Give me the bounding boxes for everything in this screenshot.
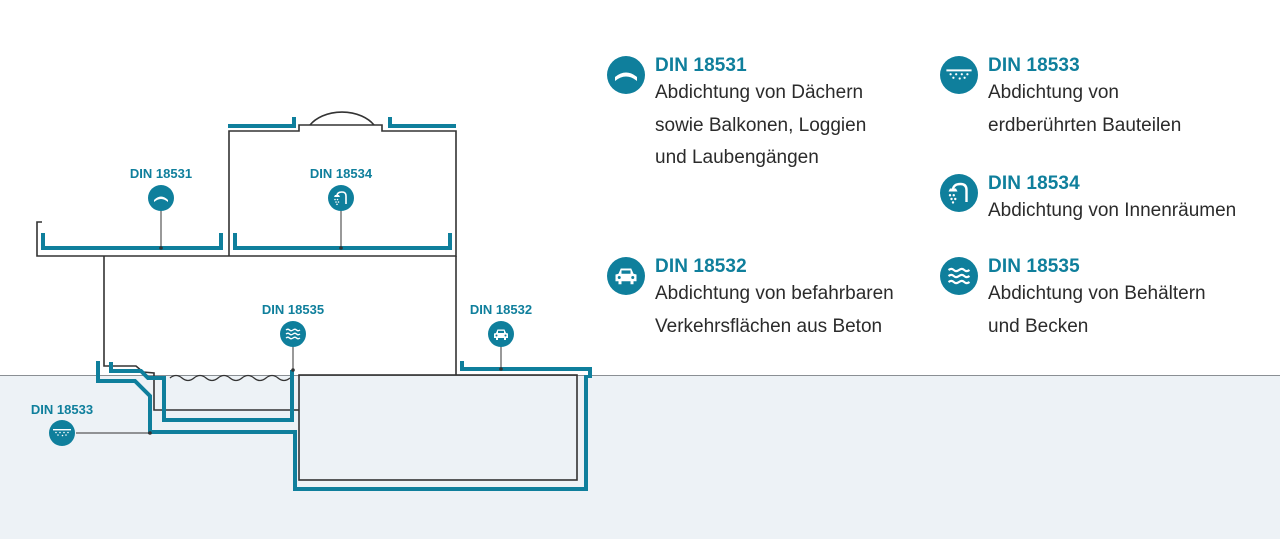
legend-item-din-18533: DIN 18533 Abdichtung von erdberührten Ba… — [940, 55, 1181, 142]
leader-lines — [76, 210, 502, 434]
diagram-label-din-18533: DIN 18533 — [30, 402, 94, 417]
legend-code: DIN 18535 — [988, 256, 1080, 277]
diagram-label-din-18535: DIN 18535 — [261, 302, 325, 317]
shower-icon — [328, 185, 354, 211]
roof-icon — [607, 56, 645, 94]
legend-code: DIN 18534 — [988, 173, 1080, 194]
car-icon — [488, 321, 514, 347]
building-walls — [36, 111, 578, 481]
legend-item-din-18534: DIN 18534 Abdichtung von Innenräumen — [940, 173, 1236, 228]
shower-icon — [940, 174, 978, 212]
legend-description: Abdichtung von Behältern und Becken — [988, 283, 1206, 337]
diagram-label-din-18532: DIN 18532 — [469, 302, 533, 317]
legend-item-din-18532: DIN 18532 Abdichtung von befahrbaren Ver… — [607, 256, 894, 343]
legend-description: Abdichtung von Dächern sowie Balkonen, L… — [655, 82, 867, 168]
legend-item-din-18531: DIN 18531 Abdichtung von Dächern sowie B… — [607, 55, 866, 175]
soil-icon — [940, 56, 978, 94]
car-icon — [607, 257, 645, 295]
diagram-label-din-18534: DIN 18534 — [309, 166, 373, 181]
legend-code: DIN 18533 — [988, 55, 1080, 76]
legend-description: Abdichtung von befahrbaren Verkehrsfläch… — [655, 283, 894, 337]
legend-description: Abdichtung von erdberührten Bauteilen — [988, 82, 1182, 136]
soil-icon — [49, 420, 75, 446]
pool-water-wave — [169, 374, 291, 382]
legend-description: Abdichtung von Innenräumen — [988, 200, 1237, 221]
diagram-label-din-18531: DIN 18531 — [129, 166, 193, 181]
legend-code: DIN 18531 — [655, 55, 747, 76]
ground-area — [0, 375, 1280, 539]
water-waves-icon — [940, 257, 978, 295]
water-waves-icon — [280, 321, 306, 347]
legend-item-din-18535: DIN 18535 Abdichtung von Behältern und B… — [940, 256, 1206, 343]
roof-icon — [148, 185, 174, 211]
legend-code: DIN 18532 — [655, 256, 747, 277]
